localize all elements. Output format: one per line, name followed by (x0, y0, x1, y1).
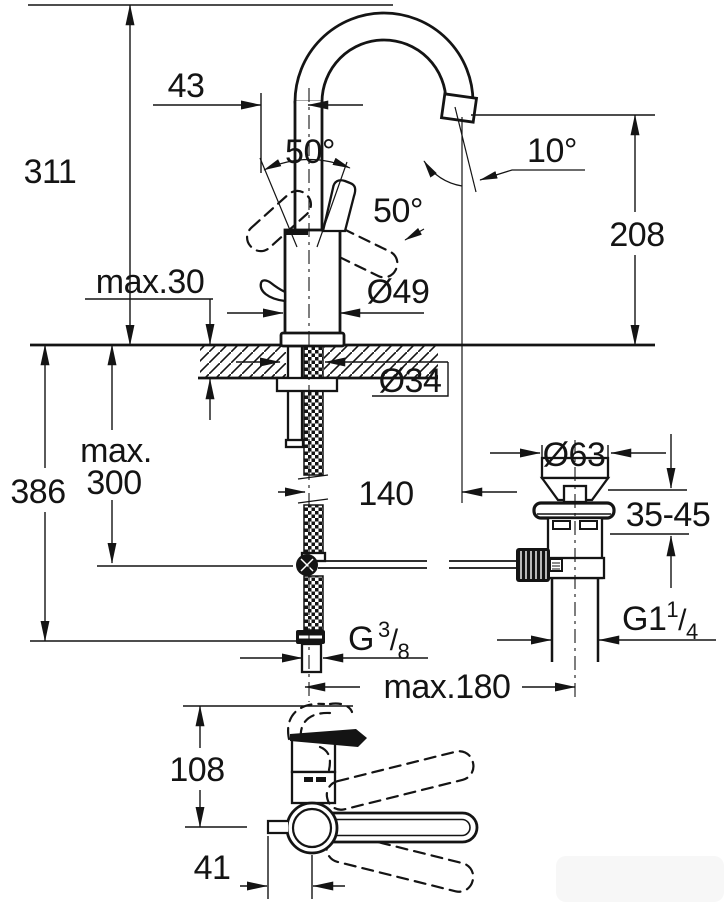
waste-tailpipe (550, 578, 600, 662)
top-view-offset-label: 41 (194, 849, 231, 887)
top-view-inner-dashed (318, 745, 332, 772)
handle-open-angle-label: 50° (285, 133, 335, 171)
clamp-screw-threads (552, 562, 560, 570)
stream-angle-leader (479, 169, 585, 181)
angle-arc-50-left (263, 157, 351, 171)
stream-angle-arc (423, 160, 463, 187)
horizontal-rod (318, 560, 519, 569)
basin-thickness-label: 35-45 (626, 496, 710, 534)
rod-max-depth-label-1: max. (80, 432, 152, 470)
dim-d34-leader (372, 362, 449, 397)
top-view-dash-mark-1 (304, 777, 313, 782)
ball-joint-cross (300, 558, 314, 572)
clamp-screw (549, 558, 563, 572)
watermark (556, 856, 724, 902)
waste-thread-label: G11/4 (622, 597, 698, 644)
rod-max-reach-label: max.180 (384, 668, 511, 706)
top-view-dimensions: 108 41 (169, 705, 353, 899)
mount-hole-diameter-label: Ø34 (379, 362, 442, 400)
waste-flange (532, 501, 616, 520)
top-view-spout-dashed-outer (286, 702, 326, 741)
angle-line-left (259, 157, 298, 248)
braided-hose-middle (303, 504, 324, 555)
lever-open-position (321, 179, 357, 233)
lever-dashed-swing-up (325, 750, 475, 811)
base-flange (279, 331, 346, 348)
handle-swing-angle-label: 50° (373, 192, 423, 230)
pop-up-waste-assembly (516, 456, 616, 662)
faucet-body (283, 228, 342, 336)
lever-offset-label: 43 (168, 67, 205, 105)
top-view-spout-stub (266, 819, 288, 835)
top-view-base-circle (285, 801, 339, 855)
below-deck-height-label: 386 (10, 473, 65, 511)
faucet-top-view (266, 702, 479, 893)
faucet-side-view (245, 11, 479, 348)
side-view-dimensions: 311 386 max. 300 43 max.30 Ø49 Ø34 140 2… (10, 4, 716, 706)
front-supply-tube (286, 344, 304, 448)
waste-slot-left (552, 520, 571, 530)
knob-knurling (520, 551, 547, 579)
supply-connector-tube (300, 642, 323, 674)
mounting-nut (275, 376, 339, 393)
spout-reach-label: 140 (358, 475, 413, 513)
dim-d63-extensions (541, 445, 609, 457)
top-view-spout-dashed-tip (328, 702, 354, 714)
angle-leader-50-right (404, 227, 425, 241)
body-top-tick (286, 229, 308, 235)
top-view-depth-label: 108 (169, 751, 224, 789)
body-diameter-label: Ø49 (367, 273, 430, 311)
braided-hose-upper (303, 345, 324, 476)
dim-3545-lines (608, 489, 689, 535)
top-view-body-lower (290, 770, 337, 805)
top-view-base-circle-inner (291, 807, 333, 849)
top-view-paddle (290, 729, 367, 747)
deck-thickness-label: max.30 (96, 263, 205, 301)
stream-angle-line (454, 106, 477, 193)
spout-aerator (439, 92, 479, 124)
supply-hoses (275, 344, 339, 674)
waste-slot-right (579, 520, 598, 530)
front-tube-end (284, 438, 305, 449)
lever-closed-hook (259, 279, 287, 303)
hose-break-ticks (297, 474, 329, 504)
spout-outlet-height-label: 208 (609, 216, 664, 254)
angle-annotations: 50° 50° 10° (259, 106, 585, 503)
fitting-slit (299, 635, 322, 639)
top-view-dash-mark-2 (316, 777, 326, 782)
rod-max-depth-label-2: 300 (86, 464, 141, 502)
spout-arc (293, 11, 475, 104)
pop-up-rod (296, 554, 519, 576)
stream-angle-label: 10° (527, 132, 577, 170)
angle-line-right (316, 161, 348, 248)
waste-flange-diameter-label: Ø63 (543, 436, 606, 474)
total-height-label: 311 (24, 153, 77, 191)
braided-hose-lower (303, 575, 324, 631)
